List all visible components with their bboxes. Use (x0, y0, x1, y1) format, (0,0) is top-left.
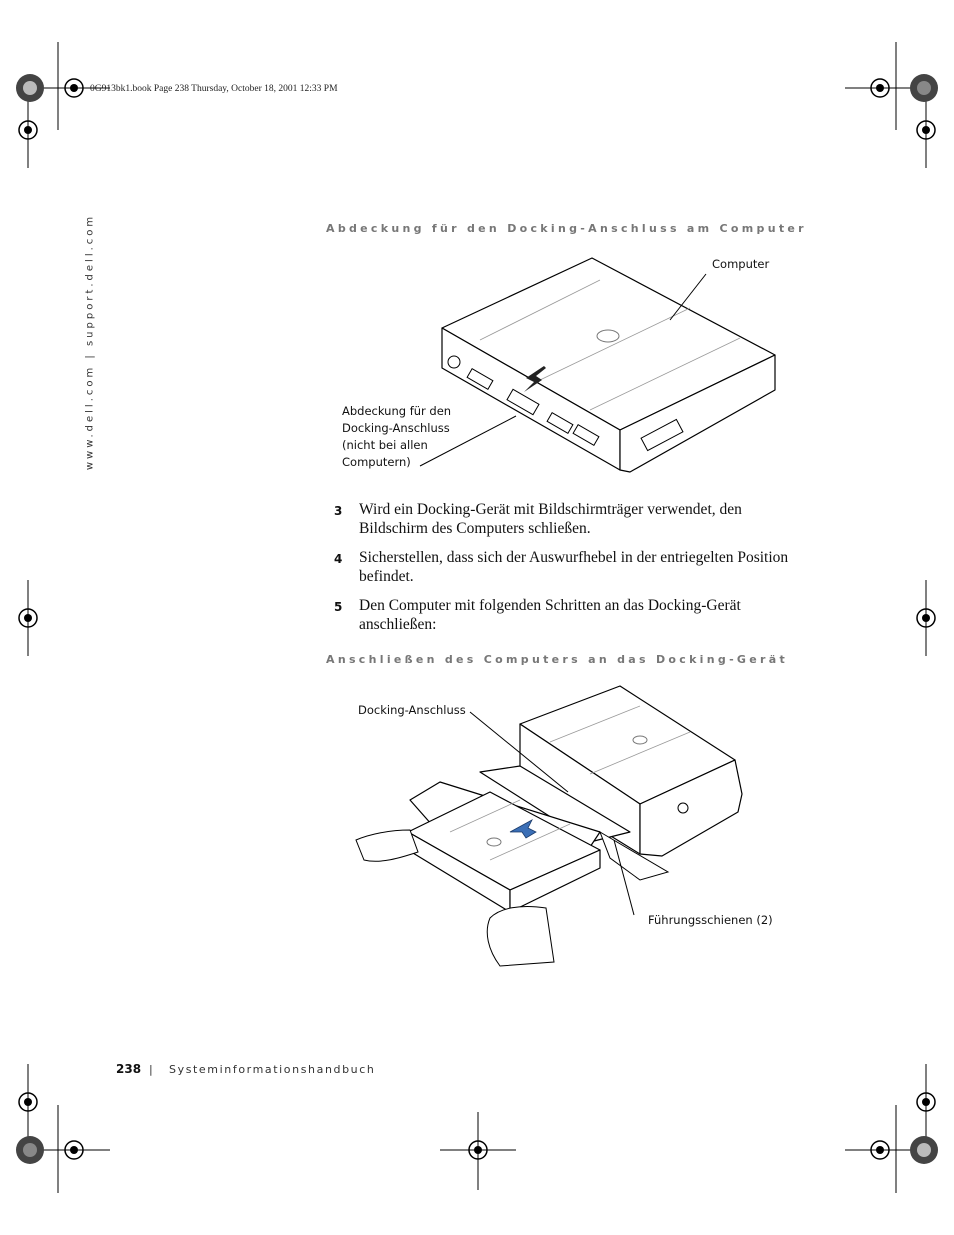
side-url-text: www.dell.com | support.dell.com (84, 213, 96, 471)
step-4: 4 Sicherstellen, dass sich der Auswurfhe… (334, 548, 814, 586)
page-number: 238 (116, 1062, 142, 1076)
label-cover-line-2: Docking-Anschluss (342, 421, 450, 435)
label-docking-connector: Docking-Anschluss (358, 703, 466, 717)
docking-illustration (355, 685, 743, 967)
label-computer: Computer (712, 257, 770, 271)
print-header: 0G913bk1.book Page 238 Thursday, October… (90, 84, 338, 94)
label-cover: Abdeckung für den Docking-Anschluss (nic… (342, 403, 451, 471)
step-number: 4 (334, 552, 343, 566)
figure-2-caption: Anschließen des Computers an das Docking… (326, 653, 789, 666)
step-5: 5 Den Computer mit folgenden Schritten a… (334, 596, 814, 634)
label-guide-rails: Führungsschienen (2) (648, 913, 773, 927)
step-3: 3 Wird ein Docking-Gerät mit Bildschirmt… (334, 500, 814, 538)
step-text: Den Computer mit folgenden Schritten an … (359, 597, 741, 633)
laptop-illustration (419, 257, 776, 473)
step-text: Wird ein Docking-Gerät mit Bildschirmträ… (359, 501, 742, 537)
step-text: Sicherstellen, dass sich der Auswurfhebe… (359, 549, 789, 585)
label-cover-line-4: Computern) (342, 455, 411, 469)
footer-book-title: Systeminformationshandbuch (169, 1063, 376, 1076)
step-number: 3 (334, 504, 343, 518)
label-cover-line-3: (nicht bei allen (342, 438, 428, 452)
step-number: 5 (334, 600, 343, 614)
label-cover-line-1: Abdeckung für den (342, 404, 452, 418)
figure-1-caption: Abdeckung für den Docking-Anschluss am C… (326, 222, 807, 235)
footer-separator: | (149, 1063, 153, 1076)
side-url: www.dell.com | support.dell.com (80, 214, 100, 470)
step-list: 3 Wird ein Docking-Gerät mit Bildschirmt… (334, 500, 814, 644)
